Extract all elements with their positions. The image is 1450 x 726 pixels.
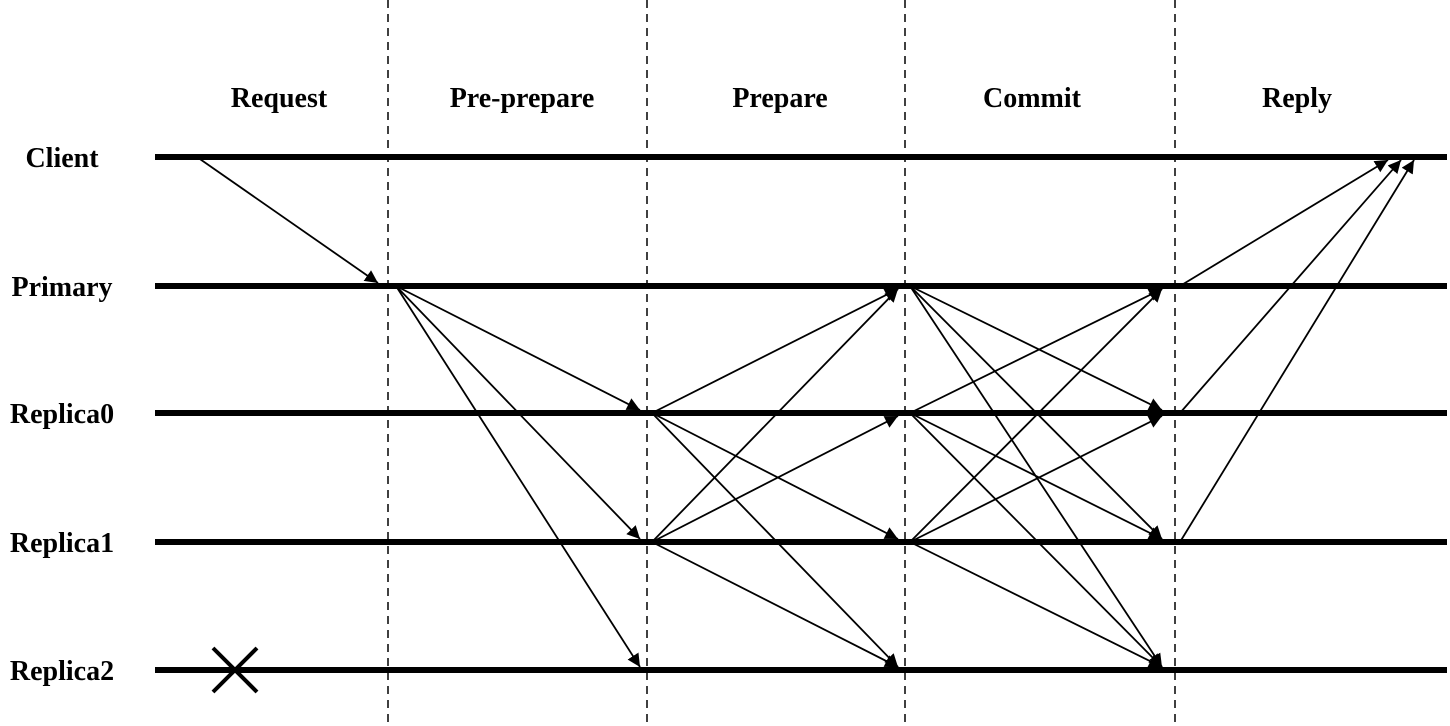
phase-label-reply: Reply: [1262, 83, 1332, 114]
message-arrow-primary-to-client: [1179, 159, 1389, 287]
message-arrow-primary-to-replica2: [395, 285, 641, 668]
message-arrow-primary-to-replica1: [909, 285, 1163, 540]
phase-label-pre-prepare: Pre-prepare: [450, 83, 595, 114]
message-arrow-replica1-to-replica2: [909, 541, 1163, 668]
message-arrow-replica0-to-replica2: [909, 412, 1163, 668]
cross-icon: [211, 646, 259, 694]
phase-label-commit: Commit: [983, 83, 1082, 114]
message-arrow-replica1-to-replica2: [651, 541, 899, 668]
node-label-replica2: Replica2: [10, 656, 114, 687]
message-arrow-replica1-to-replica0: [651, 415, 899, 543]
message-arrow-replica0-to-primary: [651, 288, 899, 414]
message-arrow-replica1-to-replica0: [909, 415, 1163, 543]
message-arrow-client-to-primary: [196, 156, 379, 284]
message-arrow-replica0-to-replica1: [909, 412, 1163, 540]
node-label-replica0: Replica0: [10, 399, 114, 430]
message-arrow-replica0-to-primary: [909, 288, 1163, 414]
message-arrow-primary-to-replica1: [395, 285, 641, 540]
phase-label-request: Request: [231, 83, 328, 114]
node-label-primary: Primary: [11, 272, 112, 303]
message-arrow-primary-to-replica0: [909, 285, 1163, 411]
node-label-replica1: Replica1: [10, 528, 114, 559]
message-arrow-replica0-to-client: [1179, 159, 1402, 414]
phase-label-prepare: Prepare: [732, 83, 827, 114]
message-arrow-replica0-to-replica1: [651, 412, 899, 540]
node-label-client: Client: [25, 143, 99, 174]
message-arrow-replica1-to-primary: [909, 288, 1163, 543]
message-arrow-primary-to-replica0: [395, 285, 641, 411]
message-arrow-replica1-to-primary: [651, 288, 899, 543]
message-arrow-replica1-to-client: [1179, 159, 1415, 543]
message-arrow-replica0-to-replica2: [651, 412, 899, 668]
